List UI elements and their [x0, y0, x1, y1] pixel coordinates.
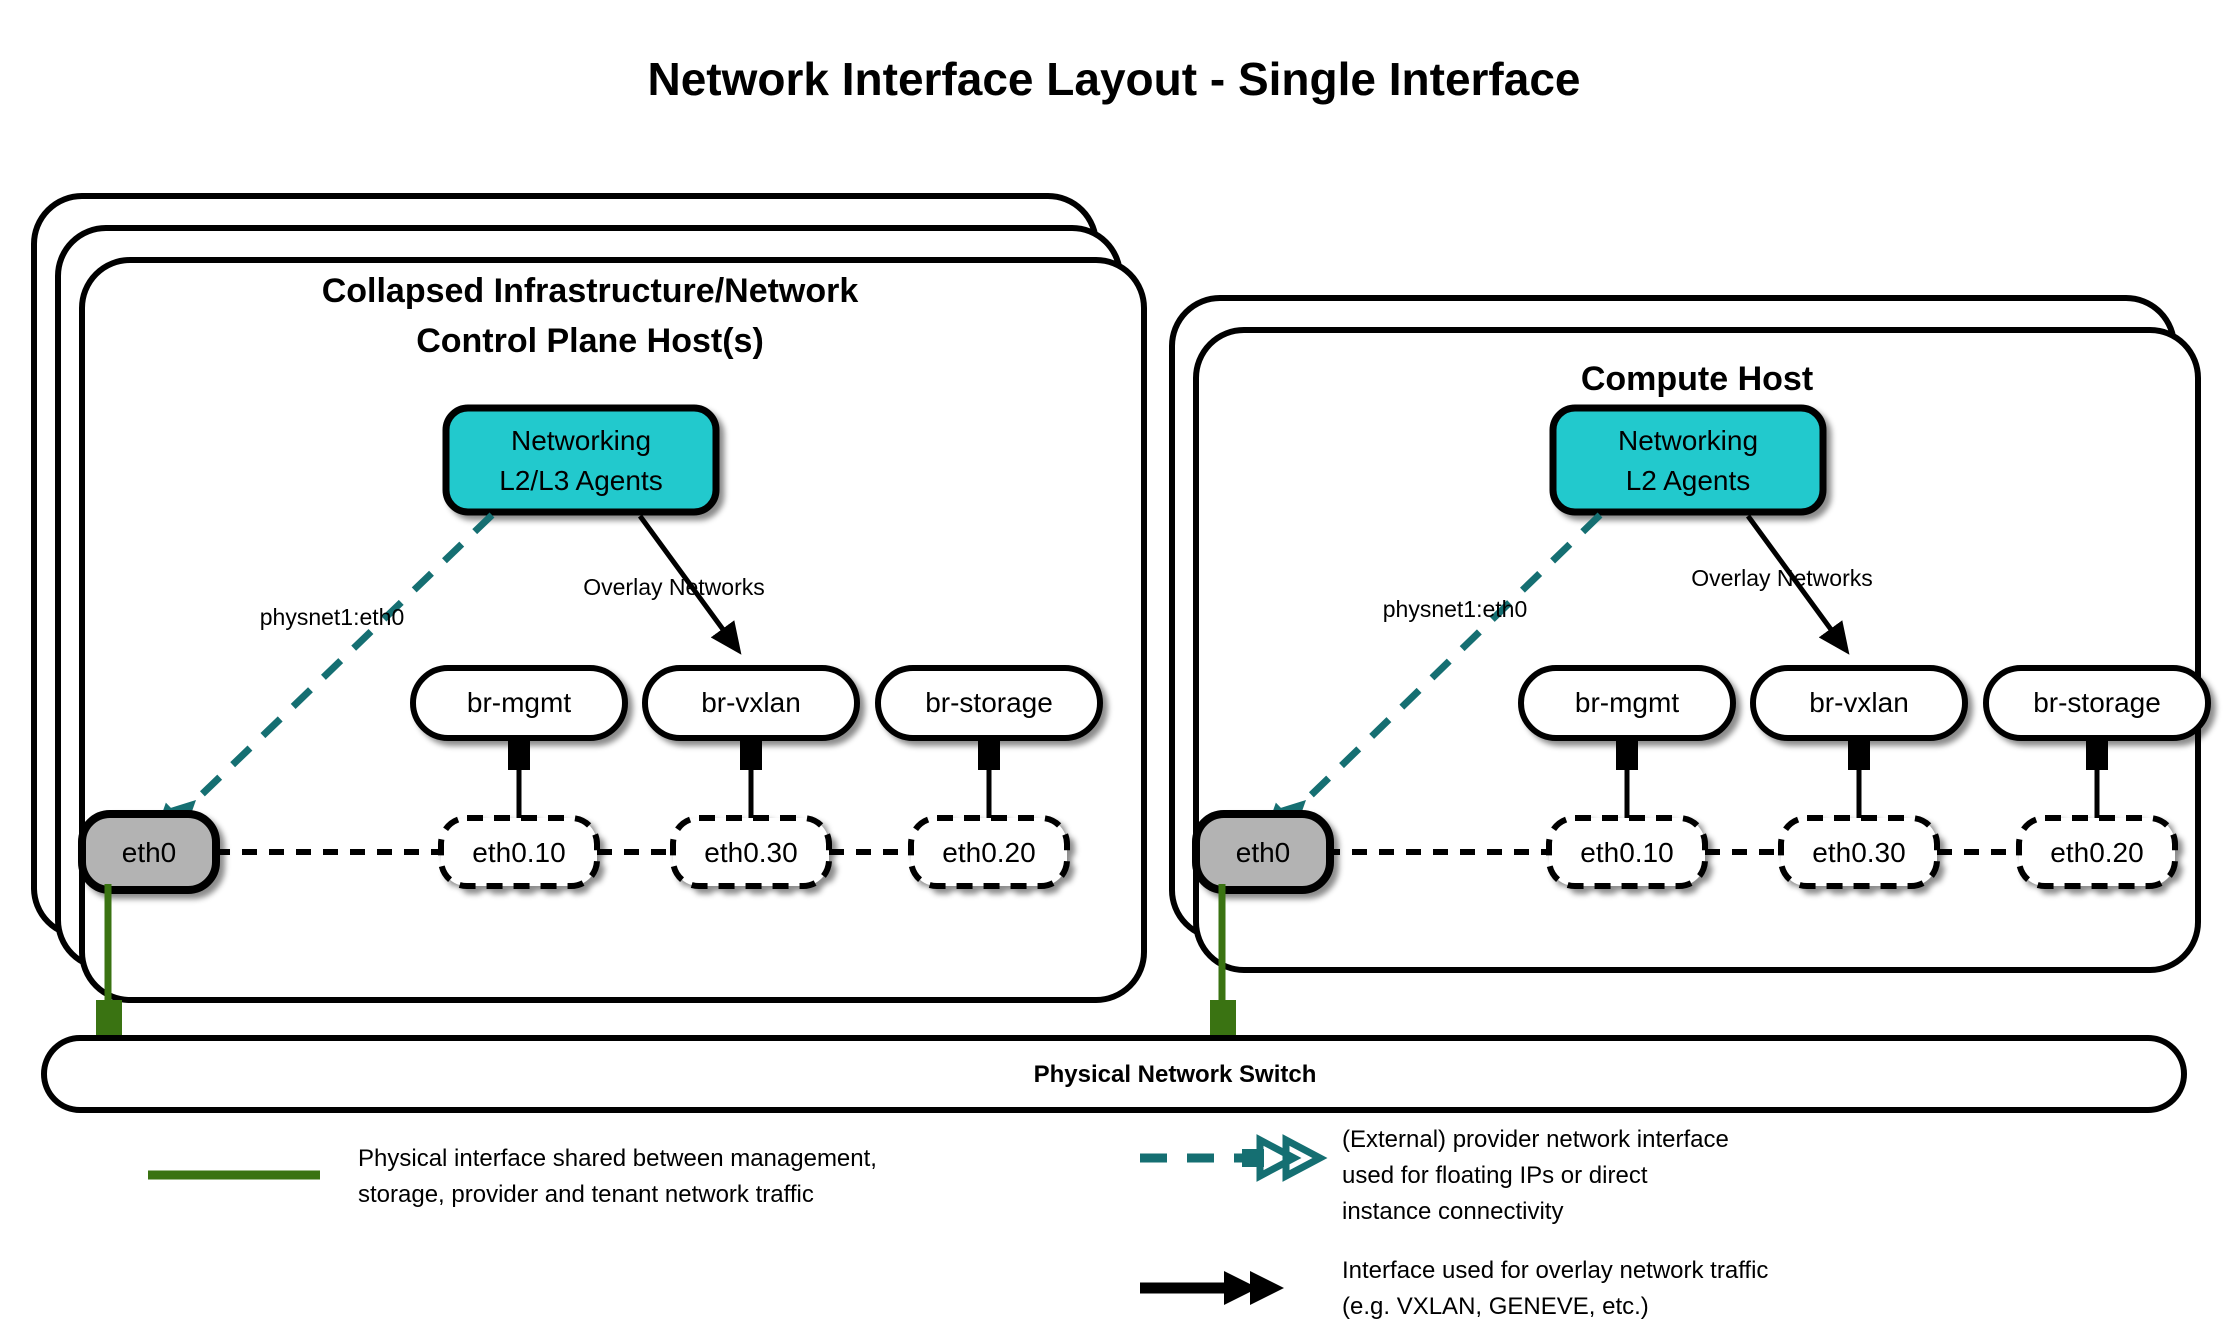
provider-link-label: physnet1:eth0 [1383, 596, 1528, 622]
legend-physical-text-line1: Physical interface shared between manage… [358, 1145, 877, 1172]
vlan-box [670, 815, 832, 889]
bridge-node-br-mgmt-compute[interactable]: br-mgmt [1518, 665, 1736, 741]
host-card-front [1193, 327, 2201, 973]
overlay-arrow-line [1745, 514, 1850, 655]
switch-label: Physical Network Switch [1034, 1061, 1317, 1088]
agent-label-line2: L2/L3 Agents [499, 465, 662, 496]
provider-network-link-compute: physnet1:eth0 [1244, 512, 1603, 860]
vlan-node-eth0-30-control-plane[interactable]: eth0.30 [670, 815, 832, 889]
nic-label: eth0 [122, 837, 177, 868]
bridge-node-br-vxlan-control-plane[interactable]: br-vxlan [642, 665, 860, 741]
host-card-front [79, 257, 1147, 1003]
overlay-arrow-line [637, 514, 742, 655]
switch-box [41, 1035, 2187, 1113]
page-title: Network Interface Layout - Single Interf… [647, 53, 1580, 105]
bridge-node-br-storage-control-plane[interactable]: br-storage [875, 665, 1103, 741]
host-card-stack-control-plane [31, 193, 1147, 1003]
vlan-box [1778, 815, 1940, 889]
bridge-label: br-mgmt [467, 687, 571, 718]
bridge-node-br-storage-compute[interactable]: br-storage [1983, 665, 2211, 741]
overlay-network-link-compute: Overlay Networks [1691, 514, 1873, 655]
legend-item-physical-interface: Physical interface shared between manage… [148, 1145, 877, 1208]
legend-provider-text-line3: instance connectivity [1342, 1198, 1563, 1225]
vlan-label: eth0.30 [704, 837, 797, 868]
bridge-label: br-storage [925, 687, 1053, 718]
vlan-node-eth0-20-control-plane[interactable]: eth0.20 [908, 815, 1070, 889]
legend-provider-text-line1: (External) provider network interface [1342, 1126, 1729, 1153]
vlan-node-eth0-10-compute[interactable]: eth0.10 [1546, 815, 1708, 889]
overlay-network-link-control-plane: Overlay Networks [583, 514, 765, 655]
bridge-node-br-mgmt-control-plane[interactable]: br-mgmt [410, 665, 628, 741]
bridge-label: br-vxlan [701, 687, 801, 718]
host-title-control-plane-line1: Collapsed Infrastructure/Network [322, 272, 859, 310]
vlan-node-eth0-20-compute[interactable]: eth0.20 [2016, 815, 2178, 889]
bridge-label: br-mgmt [1575, 687, 1679, 718]
nic-label: eth0 [1236, 837, 1291, 868]
bridge-group-compute: br-mgmt eth0.10 br-vxlan eth0.30 br-stor… [1518, 665, 2211, 889]
agent-label-line1: Networking [511, 425, 651, 456]
vlan-label: eth0.10 [472, 837, 565, 868]
provider-link-label: physnet1:eth0 [260, 604, 405, 630]
provider-dashed-line [1303, 512, 1603, 803]
legend-overlay-text-line2: (e.g. VXLAN, GENEVE, etc.) [1342, 1293, 1649, 1320]
physical-network-switch[interactable]: Physical Network Switch [41, 1035, 2187, 1113]
overlay-link-label: Overlay Networks [1691, 565, 1872, 591]
nic-box [1192, 810, 1334, 894]
vlan-label: eth0.10 [1580, 837, 1673, 868]
host-title-control-plane-line2: Control Plane Host(s) [416, 322, 764, 360]
bridge-node-br-vxlan-compute[interactable]: br-vxlan [1750, 665, 1968, 741]
agent-label-line1: Networking [1618, 425, 1758, 456]
bridge-label: br-vxlan [1809, 687, 1909, 718]
vlan-label: eth0.30 [1812, 837, 1905, 868]
nic-node-eth0-control-plane[interactable]: eth0 [78, 810, 220, 894]
legend-overlay-arrow-icon [1224, 1271, 1284, 1305]
legend-physical-text-line2: storage, provider and tenant network tra… [358, 1181, 814, 1208]
legend-provider-text-line2: used for floating IPs or direct [1342, 1162, 1648, 1189]
agent-node-compute[interactable]: Networking L2 Agents [1549, 404, 1827, 516]
overlay-link-label: Overlay Networks [583, 574, 764, 600]
legend-provider-double-chevron-icon [1242, 1134, 1328, 1182]
agent-box [1549, 404, 1827, 516]
legend-item-overlay-interface: Interface used for overlay network traff… [1140, 1257, 1768, 1320]
agent-box [442, 404, 720, 516]
vlan-node-eth0-30-compute[interactable]: eth0.30 [1778, 815, 1940, 889]
legend-item-provider-interface: (External) provider network interface us… [1140, 1126, 1729, 1225]
agent-node-control-plane[interactable]: Networking L2/L3 Agents [442, 404, 720, 516]
bridge-label: br-storage [2033, 687, 2161, 718]
vlan-label: eth0.20 [2050, 837, 2143, 868]
provider-dashed-line [193, 512, 495, 803]
agent-label-line2: L2 Agents [1626, 465, 1751, 496]
vlan-node-eth0-10-control-plane[interactable]: eth0.10 [438, 815, 600, 889]
legend-overlay-text-line1: Interface used for overlay network traff… [1342, 1257, 1768, 1284]
nic-node-eth0-compute[interactable]: eth0 [1192, 810, 1334, 894]
host-card-stack-compute [1169, 295, 2201, 973]
host-title-compute-line1: Compute Host [1581, 360, 1813, 398]
bridge-group-control-plane: br-mgmt eth0.10 br-vxlan eth0.30 [410, 665, 1103, 889]
vlan-label: eth0.20 [942, 837, 1035, 868]
nic-box [78, 810, 220, 894]
